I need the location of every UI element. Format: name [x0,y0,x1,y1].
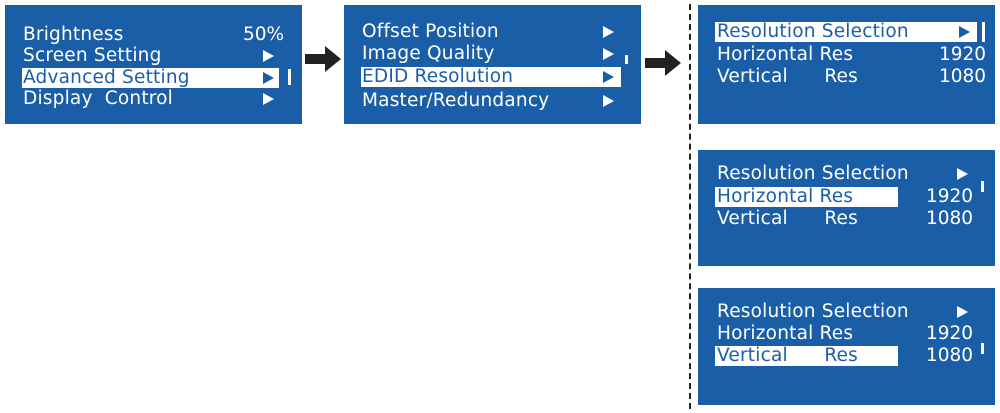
menu-item-horizontal-res[interactable]: Horizontal Res 1920 [698,44,995,66]
horizontal-res-label: Horizontal Res [717,186,854,207]
scroll-indicator [288,69,291,85]
vertical-res-value: 1080 [939,66,987,87]
horizontal-res-value: 1920 [939,44,987,65]
dashed-divider [689,4,691,409]
menu-item-vertical-res[interactable]: Vertical Res 1080 [698,345,995,367]
menu-item-vertical-res[interactable]: Vertical Res 1080 [698,66,995,88]
menu-item-master-redundancy[interactable]: Master/Redundancy [344,90,641,112]
menu-item-vertical-res[interactable]: Vertical Res 1080 [698,208,995,230]
vertical-res-value: 1080 [926,208,974,229]
arrow-right-icon [305,46,341,72]
vertical-res-label: Vertical Res [717,208,858,229]
menu-item-horizontal-res[interactable]: Horizontal Res 1920 [698,323,995,345]
master-redundancy-label: Master/Redundancy [362,90,550,111]
image-quality-label: Image Quality [362,43,495,64]
scroll-indicator [981,343,984,354]
menu-item-image-quality[interactable]: Image Quality [344,43,641,65]
arrow-right-icon [645,50,681,76]
selection-highlight [715,346,898,366]
main-menu-panel: Brightness 50% Screen Setting Advanced S… [5,5,302,124]
display-control-label: Display Control [23,88,174,109]
menu-item-display-control[interactable]: Display Control [5,88,302,110]
edid-panel-vertical-selected: Resolution Selection Horizontal Res 1920… [698,288,995,405]
menu-item-advanced-setting[interactable]: Advanced Setting [5,67,302,89]
horizontal-res-label: Horizontal Res [717,44,854,65]
advanced-setting-panel: Offset Position Image Quality EDID Resol… [344,5,641,124]
brightness-label: Brightness [23,24,124,45]
chevron-right-icon [603,95,614,107]
chevron-right-icon [959,26,970,38]
edid-resolution-label: EDID Resolution [362,66,514,87]
menu-item-horizontal-res[interactable]: Horizontal Res 1920 [698,186,995,208]
chevron-right-icon [957,168,968,180]
chevron-right-icon [603,48,614,60]
offset-position-label: Offset Position [362,21,499,42]
menu-item-resolution-selection[interactable]: Resolution Selection [698,301,995,323]
vertical-res-label: Vertical Res [717,66,858,87]
chevron-right-icon [263,93,274,105]
horizontal-res-label: Horizontal Res [717,323,854,344]
vertical-res-value: 1080 [926,345,974,366]
screen-setting-label: Screen Setting [23,45,162,66]
scroll-indicator [625,55,628,64]
resolution-selection-label: Resolution Selection [717,21,909,42]
edid-panel-resolution-selected: Resolution Selection Horizontal Res 1920… [698,5,995,124]
vertical-res-label: Vertical Res [717,345,858,366]
selection-highlight [715,22,977,42]
selection-highlight [22,68,279,88]
menu-item-offset-position[interactable]: Offset Position [344,21,641,43]
scroll-indicator [982,22,985,42]
chevron-right-icon [603,26,614,38]
scroll-indicator [981,181,984,192]
advanced-setting-label: Advanced Setting [23,67,190,88]
horizontal-res-value: 1920 [926,186,974,207]
brightness-value: 50% [243,24,285,45]
menu-item-brightness[interactable]: Brightness 50% [5,24,302,46]
resolution-selection-label: Resolution Selection [717,301,909,322]
edid-panel-horizontal-selected: Resolution Selection Horizontal Res 1920… [698,150,995,266]
chevron-right-icon [263,72,274,84]
menu-item-resolution-selection[interactable]: Resolution Selection [698,163,995,185]
menu-item-resolution-selection[interactable]: Resolution Selection [698,21,995,43]
horizontal-res-value: 1920 [926,323,974,344]
selection-highlight [361,67,621,87]
menu-item-screen-setting[interactable]: Screen Setting [5,45,302,67]
chevron-right-icon [263,50,274,62]
selection-highlight [715,187,898,207]
chevron-right-icon [603,71,614,83]
chevron-right-icon [957,306,968,318]
resolution-selection-label: Resolution Selection [717,163,909,184]
menu-item-edid-resolution[interactable]: EDID Resolution [344,66,641,88]
